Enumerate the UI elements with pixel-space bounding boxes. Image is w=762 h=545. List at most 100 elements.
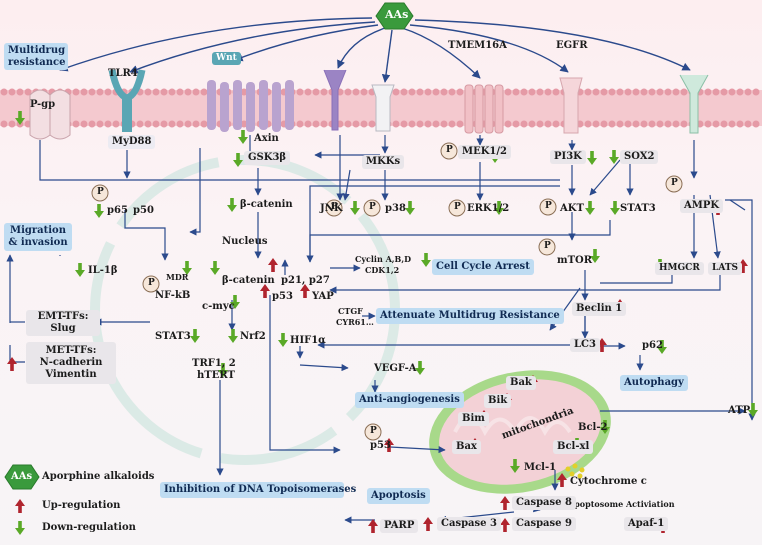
apoptosome-activation-label: Apoptosome Activiation	[568, 499, 675, 509]
lipid-head	[304, 120, 312, 128]
receptor-tmem16a	[464, 84, 504, 134]
node-stat3-low: STAT3	[155, 331, 191, 342]
lipid-head	[144, 88, 152, 96]
node-beta-catenin-nuc: β-catenin	[222, 275, 275, 286]
lipid-head	[704, 120, 712, 128]
lipid-head	[720, 88, 728, 96]
node-ampk: AMPK	[680, 199, 724, 213]
lipid-head	[640, 88, 648, 96]
lipid-head	[240, 120, 248, 128]
node-mtor: mTOR	[557, 255, 593, 266]
met-tfs-title: MET-TFs:	[45, 345, 97, 356]
egfr-label: EGFR	[556, 40, 588, 51]
receptor-purple	[323, 69, 347, 131]
receptor-wnt-frizzled	[207, 80, 294, 132]
lipid-head	[424, 88, 432, 96]
lipid-head	[8, 120, 16, 128]
node-erk12: ERK1/2	[467, 203, 510, 214]
lipid-head	[8, 88, 16, 96]
phospho-circles	[91, 142, 683, 441]
lipid-head	[176, 88, 184, 96]
lipid-head	[544, 88, 552, 96]
lipid-head	[416, 120, 424, 128]
node-hmgcr: HMGCR	[655, 262, 704, 275]
lipid-head	[680, 88, 688, 96]
lipid-head	[0, 88, 8, 96]
lipid-head	[512, 88, 520, 96]
lipid-head	[352, 120, 360, 128]
node-bax: Bax	[452, 440, 481, 454]
emt-tfs-slug: Slug	[50, 323, 76, 334]
lipid-head	[312, 88, 320, 96]
node-jnk: JNK	[320, 203, 343, 214]
lipid-head	[584, 88, 592, 96]
node-atp: ATP	[728, 405, 751, 416]
cytochrome-dots	[565, 463, 585, 479]
lipid-head	[408, 88, 416, 96]
node-yap: YAP	[312, 291, 334, 302]
node-mek12: MEK1/2	[458, 145, 511, 159]
node-akt: AKT	[560, 203, 584, 214]
lipid-head	[632, 120, 640, 128]
lipid-head	[640, 120, 648, 128]
node-mcl1: Mcl-1	[524, 462, 557, 473]
node-lats: LATS	[708, 262, 743, 275]
lipid-head	[632, 88, 640, 96]
lipid-head	[400, 120, 408, 128]
lipid-head	[360, 120, 368, 128]
node-bcl-xl: Bcl-xl	[553, 440, 594, 454]
lipid-head	[160, 88, 168, 96]
node-p53-low: p53	[370, 440, 391, 451]
lipid-head	[200, 88, 208, 96]
wnt-label: Wnt	[212, 52, 241, 65]
lipid-head	[152, 120, 160, 128]
lipid-head	[552, 88, 560, 96]
lipid-head	[112, 120, 120, 128]
lipid-head	[528, 120, 536, 128]
node-ctgf: CTGF	[338, 306, 363, 316]
lipid-head	[168, 88, 176, 96]
lipid-head	[192, 88, 200, 96]
lipid-head	[712, 120, 720, 128]
node-nrf2: Nrf2	[240, 331, 266, 342]
node-parp: PARP	[380, 519, 419, 533]
lipid-head	[0, 120, 8, 128]
emt-tfs-title: EMT-TFs:	[37, 311, 89, 322]
node-il1b: IL-1β	[88, 265, 118, 276]
lipid-head	[648, 120, 656, 128]
lipid-head	[616, 120, 624, 128]
node-cytochrome-c: Cytochrome c	[570, 476, 647, 487]
node-nfkb: NF-kB	[155, 290, 191, 301]
lipid-head	[536, 88, 544, 96]
lipid-head	[504, 120, 512, 128]
lipid-head	[16, 88, 24, 96]
outcome-apoptosis: Apoptosis	[367, 488, 430, 504]
node-caspase9: Caspase 9	[512, 517, 576, 531]
lipid-head	[304, 88, 312, 96]
node-p50: p50	[133, 205, 154, 216]
lipid-head	[344, 88, 352, 96]
lipid-head	[736, 120, 744, 128]
p-akt: P	[545, 201, 552, 211]
lipid-head	[544, 120, 552, 128]
lipid-head	[408, 120, 416, 128]
lipid-head	[672, 120, 680, 128]
node-mkks: MKKs	[362, 155, 405, 169]
node-p38: p38	[385, 203, 406, 214]
node-beclin1: Beclin 1	[572, 302, 627, 316]
lipid-head	[504, 88, 512, 96]
outcome-cell-cycle-arrest: Cell Cycle Arrest	[432, 259, 534, 275]
legend-aporphine: Aporphine alkaloids	[42, 471, 155, 482]
lipid-head	[432, 88, 440, 96]
lipid-head	[752, 120, 760, 128]
lipid-head	[104, 88, 112, 96]
node-stat3-top: STAT3	[620, 203, 656, 214]
node-bcl2: Bcl-2	[578, 422, 608, 433]
node-gsk3b: GSK3β	[244, 151, 291, 165]
node-p65: p65	[107, 205, 128, 216]
lipid-head	[392, 88, 400, 96]
myd88-label: MyD88	[108, 135, 156, 149]
lipid-head	[88, 120, 96, 128]
legend-hexagon	[4, 464, 40, 490]
